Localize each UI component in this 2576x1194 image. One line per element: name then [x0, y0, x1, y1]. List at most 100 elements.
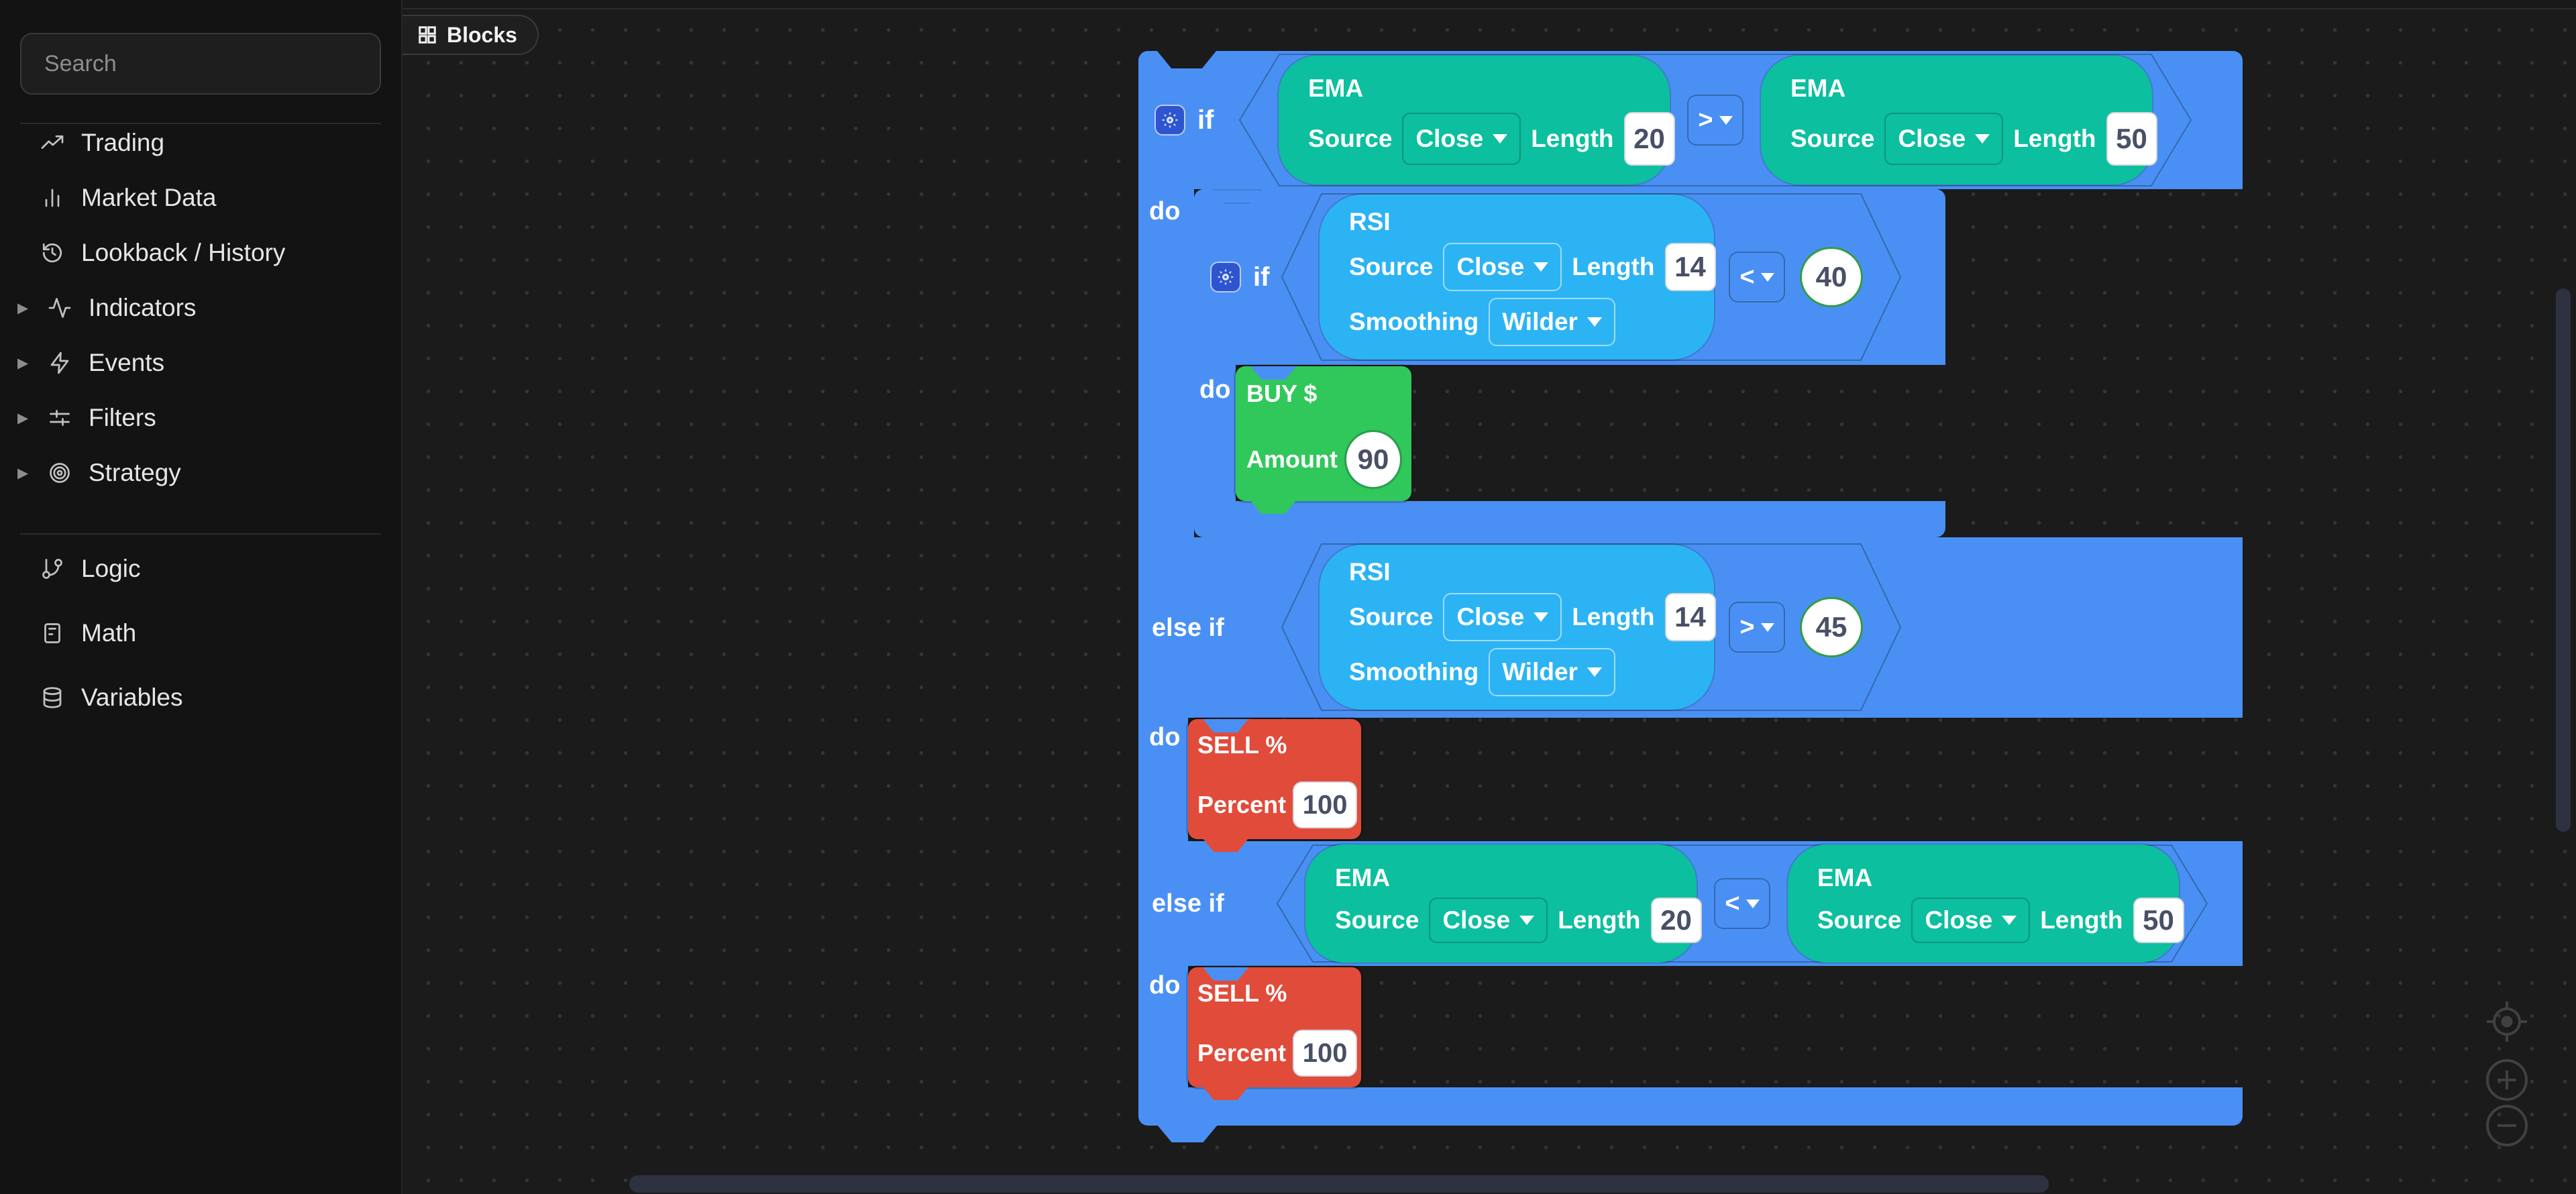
sidebar-nav-primary: Trading Market Data Lookback / History ▶ — [0, 115, 401, 500]
zoom-out-button[interactable] — [2485, 1104, 2528, 1147]
canvas-top-edge — [402, 0, 2576, 9]
smoothing-dropdown[interactable]: Wilder — [1489, 648, 1615, 696]
source-dropdown[interactable]: Close — [1429, 898, 1548, 943]
sidebar-item-filters[interactable]: ▶ Filters — [0, 390, 401, 445]
field-label: Length — [2040, 906, 2123, 934]
comparator-dropdown[interactable]: > — [1687, 95, 1743, 146]
source-dropdown[interactable]: Close — [1884, 113, 2004, 165]
do-statement-area: do SELL % Percent 100 — [1138, 718, 2243, 852]
sidebar-item-variables[interactable]: Variables — [0, 665, 401, 730]
ema-indicator-block[interactable]: EMA Source Close Length 50 — [1761, 56, 2157, 184]
sidebar-item-strategy[interactable]: ▶ Strategy — [0, 445, 401, 500]
sidebar-item-indicators[interactable]: ▶ Indicators — [0, 280, 401, 335]
calculator-icon — [40, 620, 65, 646]
length-input[interactable]: 50 — [2133, 898, 2184, 943]
sell-action-block[interactable]: SELL % Percent 100 — [1188, 719, 1361, 852]
number-block[interactable]: 45 — [1800, 597, 1863, 657]
length-input[interactable]: 14 — [1664, 593, 1716, 641]
field-label: Source — [1349, 253, 1434, 280]
percent-input[interactable]: 100 — [1293, 781, 1358, 828]
nested-if-block[interactable]: if RSI Source Close — [1194, 189, 1945, 537]
target-icon — [47, 460, 72, 486]
sidebar-item-math[interactable]: Math — [0, 601, 401, 665]
operator-value: > — [1698, 105, 1713, 134]
condition-socket: RSI Source Close Length 14 — [1281, 193, 1901, 361]
sidebar-item-label: Events — [89, 349, 165, 376]
dropdown-value: Close — [1456, 253, 1525, 280]
amount-input[interactable]: 90 — [1344, 430, 1402, 489]
search-input[interactable] — [20, 33, 381, 95]
length-input[interactable]: 50 — [2106, 112, 2157, 166]
sidebar-item-logic[interactable]: Logic — [0, 537, 401, 601]
smoothing-dropdown[interactable]: Wilder — [1489, 298, 1615, 346]
number-block[interactable]: 40 — [1800, 247, 1863, 307]
field-label: Source — [1308, 125, 1393, 152]
ema-indicator-block[interactable]: EMA Source Close Length 20 — [1279, 56, 1675, 184]
field-label: Amount — [1246, 445, 1338, 473]
field-label: Length — [1572, 603, 1655, 631]
gear-icon[interactable] — [1210, 262, 1241, 292]
elseif-keyword: else if — [1152, 613, 1224, 642]
sell-action-block[interactable]: SELL % Percent 100 — [1188, 967, 1361, 1100]
database-icon — [40, 685, 65, 710]
dropdown-value: Close — [1442, 906, 1511, 934]
if-keyword: if — [1253, 262, 1270, 292]
field-label: Length — [1572, 253, 1655, 280]
field-label: Length — [1558, 906, 1641, 934]
chevron-down-icon — [1975, 134, 1990, 144]
expand-triangle-icon: ▶ — [17, 355, 29, 371]
next-connection-tab — [1250, 500, 1296, 514]
horizontal-scrollbar[interactable] — [629, 1175, 2049, 1193]
sidebar-item-trading[interactable]: Trading — [0, 115, 401, 170]
gear-icon[interactable] — [1155, 105, 1185, 135]
source-dropdown[interactable]: Close — [1402, 113, 1521, 165]
do-statement-area: do BUY $ Amount 90 — [1194, 365, 1945, 514]
zoom-in-button[interactable] — [2485, 1059, 2528, 1101]
chevron-down-icon — [2002, 916, 2017, 925]
source-dropdown[interactable]: Close — [1443, 243, 1562, 291]
block-spine — [1194, 365, 1236, 501]
source-dropdown[interactable]: Close — [1443, 593, 1562, 641]
comparator-dropdown[interactable]: < — [1729, 252, 1785, 303]
field-label: Length — [1531, 125, 1614, 152]
chevron-down-icon — [1519, 916, 1535, 925]
length-input[interactable]: 20 — [1650, 898, 1702, 943]
tab-blocks[interactable]: Blocks — [402, 15, 539, 55]
zoom-center-button[interactable] — [2485, 999, 2529, 1044]
percent-input[interactable]: 100 — [1293, 1030, 1358, 1077]
sidebar-item-market-data[interactable]: Market Data — [0, 170, 401, 225]
ema-indicator-block[interactable]: EMA Source Close Length 20 — [1305, 845, 1702, 963]
length-input[interactable]: 14 — [1664, 243, 1716, 291]
vertical-scrollbar[interactable] — [2556, 288, 2571, 832]
buy-action-block[interactable]: BUY $ Amount 90 — [1236, 366, 1411, 514]
sidebar-item-label: Logic — [81, 555, 141, 582]
expand-triangle-icon: ▶ — [17, 410, 29, 426]
do-keyword: do — [1149, 723, 1181, 751]
length-input[interactable]: 20 — [1623, 112, 1675, 166]
previous-connection-notch — [1157, 51, 1216, 68]
if-header-row: if RSI Source Close — [1194, 189, 1945, 365]
chevron-down-icon — [1760, 272, 1774, 282]
rsi-indicator-block[interactable]: RSI Source Close Length 14 Smoothing — [1320, 545, 1716, 710]
do-keyword: do — [1199, 376, 1231, 404]
condition-socket: RSI Source Close Length 14 Smoothing — [1281, 543, 1901, 711]
comparator-dropdown[interactable]: < — [1714, 878, 1770, 929]
ema-indicator-block[interactable]: EMA Source Close Length 50 — [1788, 845, 2184, 963]
field-label: Source — [1349, 603, 1434, 631]
sidebar-item-events[interactable]: ▶ Events — [0, 335, 401, 390]
rsi-indicator-block[interactable]: RSI Source Close Length 14 — [1320, 195, 1716, 360]
sidebar-item-lookback-history[interactable]: Lookback / History — [0, 225, 401, 280]
field-label: Smoothing — [1349, 658, 1479, 686]
if-keyword: if — [1197, 105, 1214, 135]
workspace-canvas[interactable]: Blocks if EMA Source — [402, 0, 2576, 1194]
comparator-dropdown[interactable]: > — [1729, 602, 1785, 653]
expand-triangle-icon: ▶ — [17, 465, 29, 481]
next-connection-tab — [1203, 838, 1248, 852]
plus-circle-icon — [2486, 1059, 2528, 1101]
if-else-block[interactable]: if EMA Source Close Length — [1138, 51, 2243, 1142]
block-title: SELL % — [1197, 979, 1287, 1007]
sidebar: Trading Market Data Lookback / History ▶ — [0, 0, 402, 1194]
grid-icon — [419, 26, 436, 44]
source-dropdown[interactable]: Close — [1911, 898, 2031, 943]
tab-blocks-label: Blocks — [447, 22, 517, 47]
